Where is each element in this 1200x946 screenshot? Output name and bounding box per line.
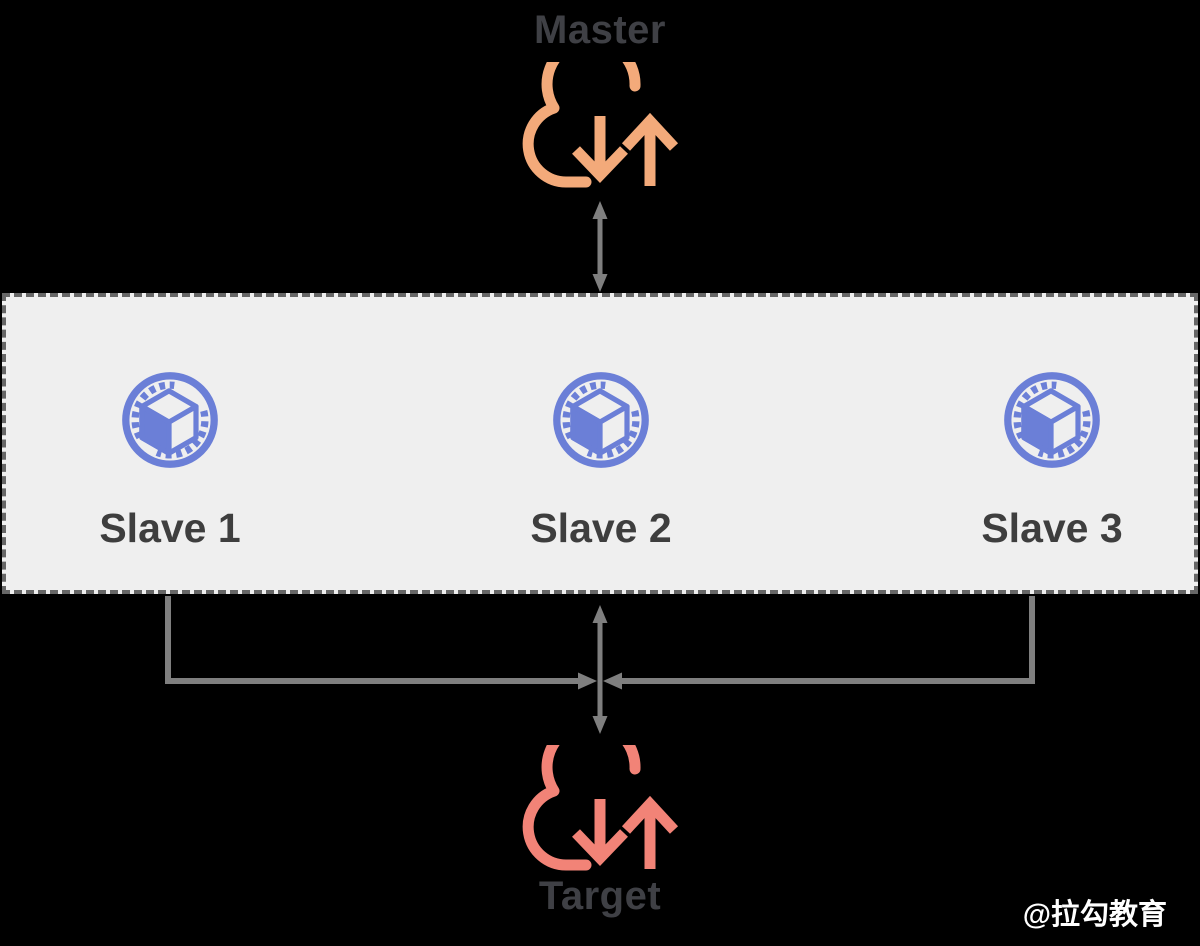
slave3-junction-arrow [603, 596, 1035, 690]
slave-node-2: Slave 2 [491, 368, 711, 552]
slave-label: Slave 1 [99, 505, 241, 551]
slave-node-3: Slave 3 [942, 368, 1162, 552]
target-cloud-sync-icon [522, 745, 679, 871]
cloud-outline [522, 745, 641, 871]
upload-arrow-icon [621, 795, 679, 869]
slave-node-1: Slave 1 [60, 368, 280, 552]
slave-label: Slave 3 [981, 505, 1123, 551]
slave-label: Slave 2 [530, 505, 672, 551]
master-cluster-double-arrow [592, 201, 608, 292]
cluster-target-double-arrow [592, 605, 608, 734]
watermark-text: @拉勾教育 [1022, 899, 1167, 931]
download-arrow-icon [572, 116, 628, 183]
slave1-junction-arrow [165, 596, 597, 690]
master-cloud-sync-icon [522, 62, 679, 188]
master-label: Master [534, 8, 666, 52]
cube-sync-icon [553, 372, 649, 468]
cloud-outline [522, 62, 641, 188]
upload-arrow-icon [621, 112, 679, 186]
cube-sync-icon [122, 372, 218, 468]
cube-sync-icon [1004, 372, 1100, 468]
download-arrow-icon [572, 799, 628, 866]
target-label: Target [538, 874, 662, 918]
